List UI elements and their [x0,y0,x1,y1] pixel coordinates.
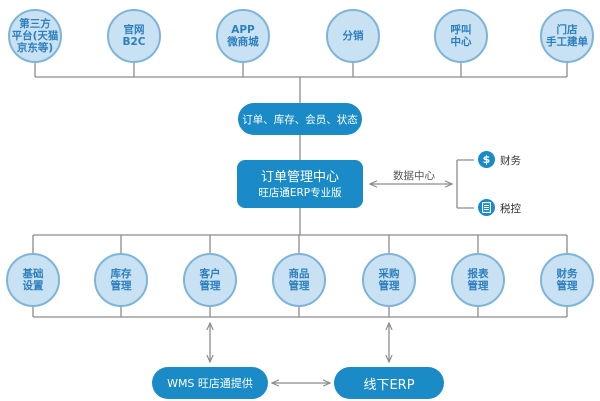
module-product: 商品 管理 [272,253,326,307]
module-finance: 财务 管理 [540,253,594,307]
sync-data-label: 订单、库存、会员、状态 [242,113,358,126]
channel-distribution: 分销 [326,9,380,63]
center-title: 订单管理中心 [260,169,339,185]
sync-data-pill: 订单、库存、会员、状态 [238,103,362,135]
module-customer: 客户 管理 [183,253,237,307]
wms-label: WMS 旺店通提供 [167,377,253,390]
channel-app-micro-mall: APP 微商城 [216,9,270,63]
channel-third-party-platform: 第三方 平台(天猫 京东等) [8,9,62,63]
wms-pill: WMS 旺店通提供 [152,367,268,399]
order-management-center: 订单管理中心 旺店通ERP专业版 [237,160,363,208]
channel-label: 门店 手工建单 [546,24,588,48]
module-label: 财务 管理 [556,268,578,292]
offline-erp-pill: 线下ERP [334,367,444,399]
channel-label: 呼叫 中心 [450,24,472,48]
module-label: 基础 设置 [22,268,44,292]
module-purchasing: 采购 管理 [362,253,416,307]
module-label: 库存 管理 [110,268,132,292]
channel-store-manual-order: 门店 手工建单 [540,9,594,63]
module-label: 商品 管理 [288,268,310,292]
module-label: 报表 管理 [467,268,489,292]
channel-label: 官网 B2C [122,24,146,48]
dollar-icon: $ [478,151,495,168]
module-basic-settings: 基础 设置 [6,253,60,307]
module-label: 采购 管理 [378,268,400,292]
data-center-label: 数据中心 [393,170,435,182]
channel-label: APP 微商城 [227,24,259,48]
channel-official-b2c: 官网 B2C [107,9,161,63]
center-subtitle: 旺店通ERP专业版 [258,186,342,199]
channel-label: 分销 [342,30,364,42]
finance-label: 财务 [500,155,521,167]
module-inventory: 库存 管理 [94,253,148,307]
offline-erp-label: 线下ERP [363,377,415,393]
channel-call-center: 呼叫 中心 [434,9,488,63]
tax-icon [478,199,495,216]
channel-label: 第三方 平台(天猫 京东等) [11,18,59,54]
module-reports: 报表 管理 [451,253,505,307]
tax-control-label: 税控 [500,203,521,215]
module-label: 客户 管理 [199,268,221,292]
